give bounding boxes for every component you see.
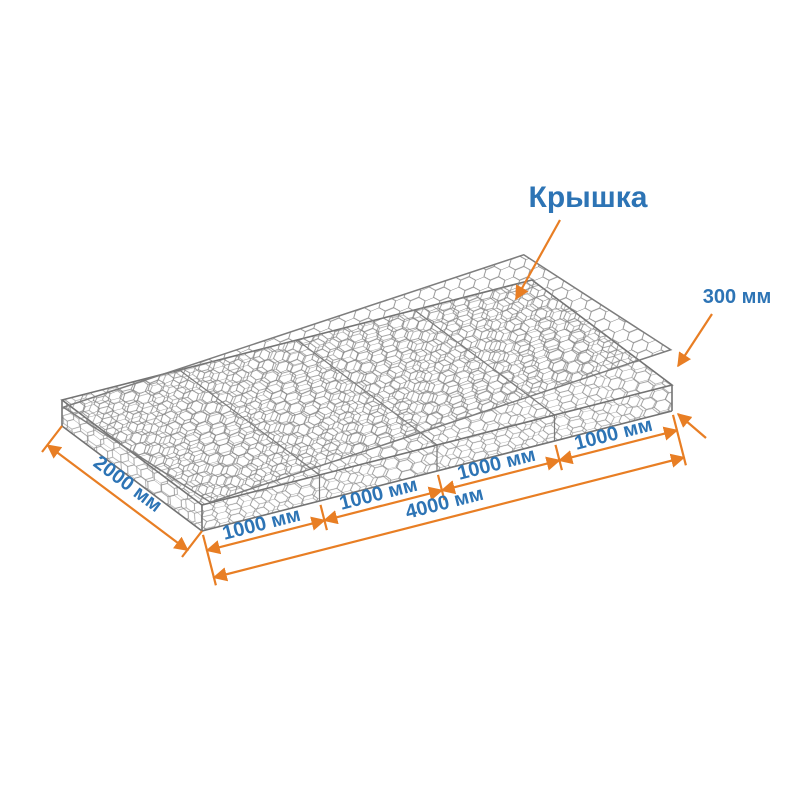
width-extension-line: [181, 530, 203, 558]
total-length-dimension-line: [212, 453, 686, 582]
dimension-lines: [41, 219, 713, 586]
extension-line: [554, 444, 563, 471]
lid-leader-arrow: [515, 219, 561, 301]
lid-label: Крышка: [529, 181, 648, 214]
height-dimension-label: 300 мм: [703, 286, 772, 308]
width-extension-line: [41, 425, 63, 453]
extension-line: [319, 504, 328, 531]
height-arrow-bottom: [676, 413, 707, 439]
width-dimension-line: [46, 444, 189, 552]
height-arrow-top: [677, 313, 713, 368]
